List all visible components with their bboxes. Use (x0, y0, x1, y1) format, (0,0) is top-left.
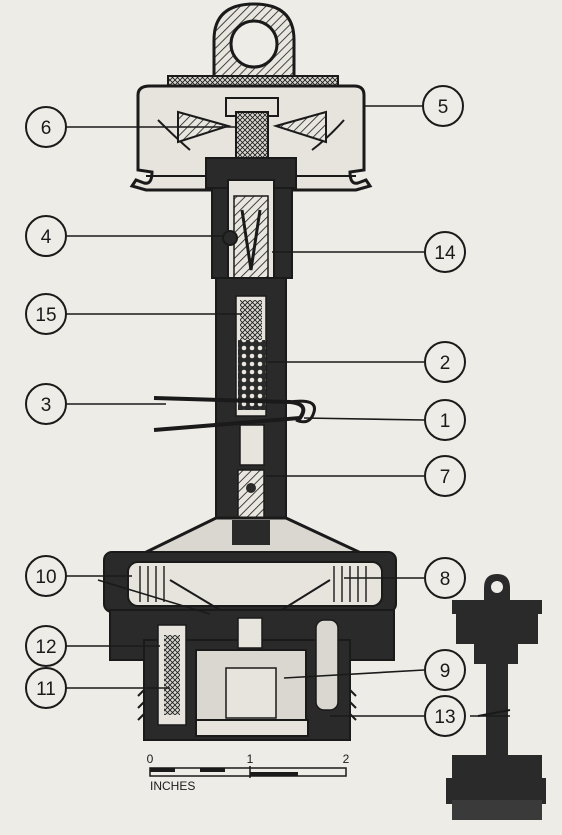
callout-14: 14 (424, 231, 466, 273)
svg-text:1: 1 (440, 411, 451, 432)
callout-3: 3 (25, 383, 67, 425)
callout-6: 6 (25, 106, 67, 148)
svg-text:5: 5 (438, 97, 449, 118)
callout-7: 7 (424, 455, 466, 497)
fuze-base (109, 609, 395, 741)
callout-12: 12 (25, 625, 67, 667)
svg-text:8: 8 (440, 569, 451, 590)
callout-4: 4 (25, 215, 67, 257)
callout-5: 5 (422, 85, 464, 127)
svg-text:13: 13 (434, 707, 455, 728)
callout-11: 11 (25, 667, 67, 709)
scale-tick-1: 1 (247, 752, 254, 766)
external-view-fuze (446, 574, 546, 820)
callout-13: 13 (424, 695, 466, 737)
callout-1: 1 (424, 399, 466, 441)
callout-8: 8 (424, 557, 466, 599)
leader-lines (53, 105, 510, 717)
base-threads (137, 689, 357, 721)
callout-10: 10 (25, 555, 67, 597)
svg-text:9: 9 (440, 661, 451, 682)
callout-2: 2 (424, 341, 466, 383)
svg-text:15: 15 (35, 305, 56, 326)
suspension-lug (212, 2, 296, 86)
scale-unit-label: INCHES (150, 779, 195, 793)
svg-text:2: 2 (440, 353, 451, 374)
setting-screw (164, 635, 180, 715)
detent-ball (222, 230, 238, 246)
striker-wheel (103, 551, 397, 617)
svg-text:14: 14 (434, 243, 456, 264)
svg-text:10: 10 (35, 567, 56, 588)
svg-text:6: 6 (41, 118, 52, 139)
compression-spring (238, 340, 266, 410)
scale-bar: 0 1 2 INCHES (147, 752, 350, 793)
callout-9: 9 (424, 649, 466, 691)
scale-tick-2: 2 (343, 752, 350, 766)
arming-vanes (177, 97, 327, 159)
svg-text:11: 11 (36, 679, 56, 700)
safety-cotter-pin (153, 396, 316, 432)
svg-text:4: 4 (41, 227, 52, 248)
svg-text:7: 7 (440, 467, 451, 488)
scale-tick-0: 0 (147, 752, 154, 766)
svg-text:3: 3 (41, 395, 52, 416)
callout-15: 15 (25, 293, 67, 335)
svg-text:12: 12 (35, 637, 56, 658)
